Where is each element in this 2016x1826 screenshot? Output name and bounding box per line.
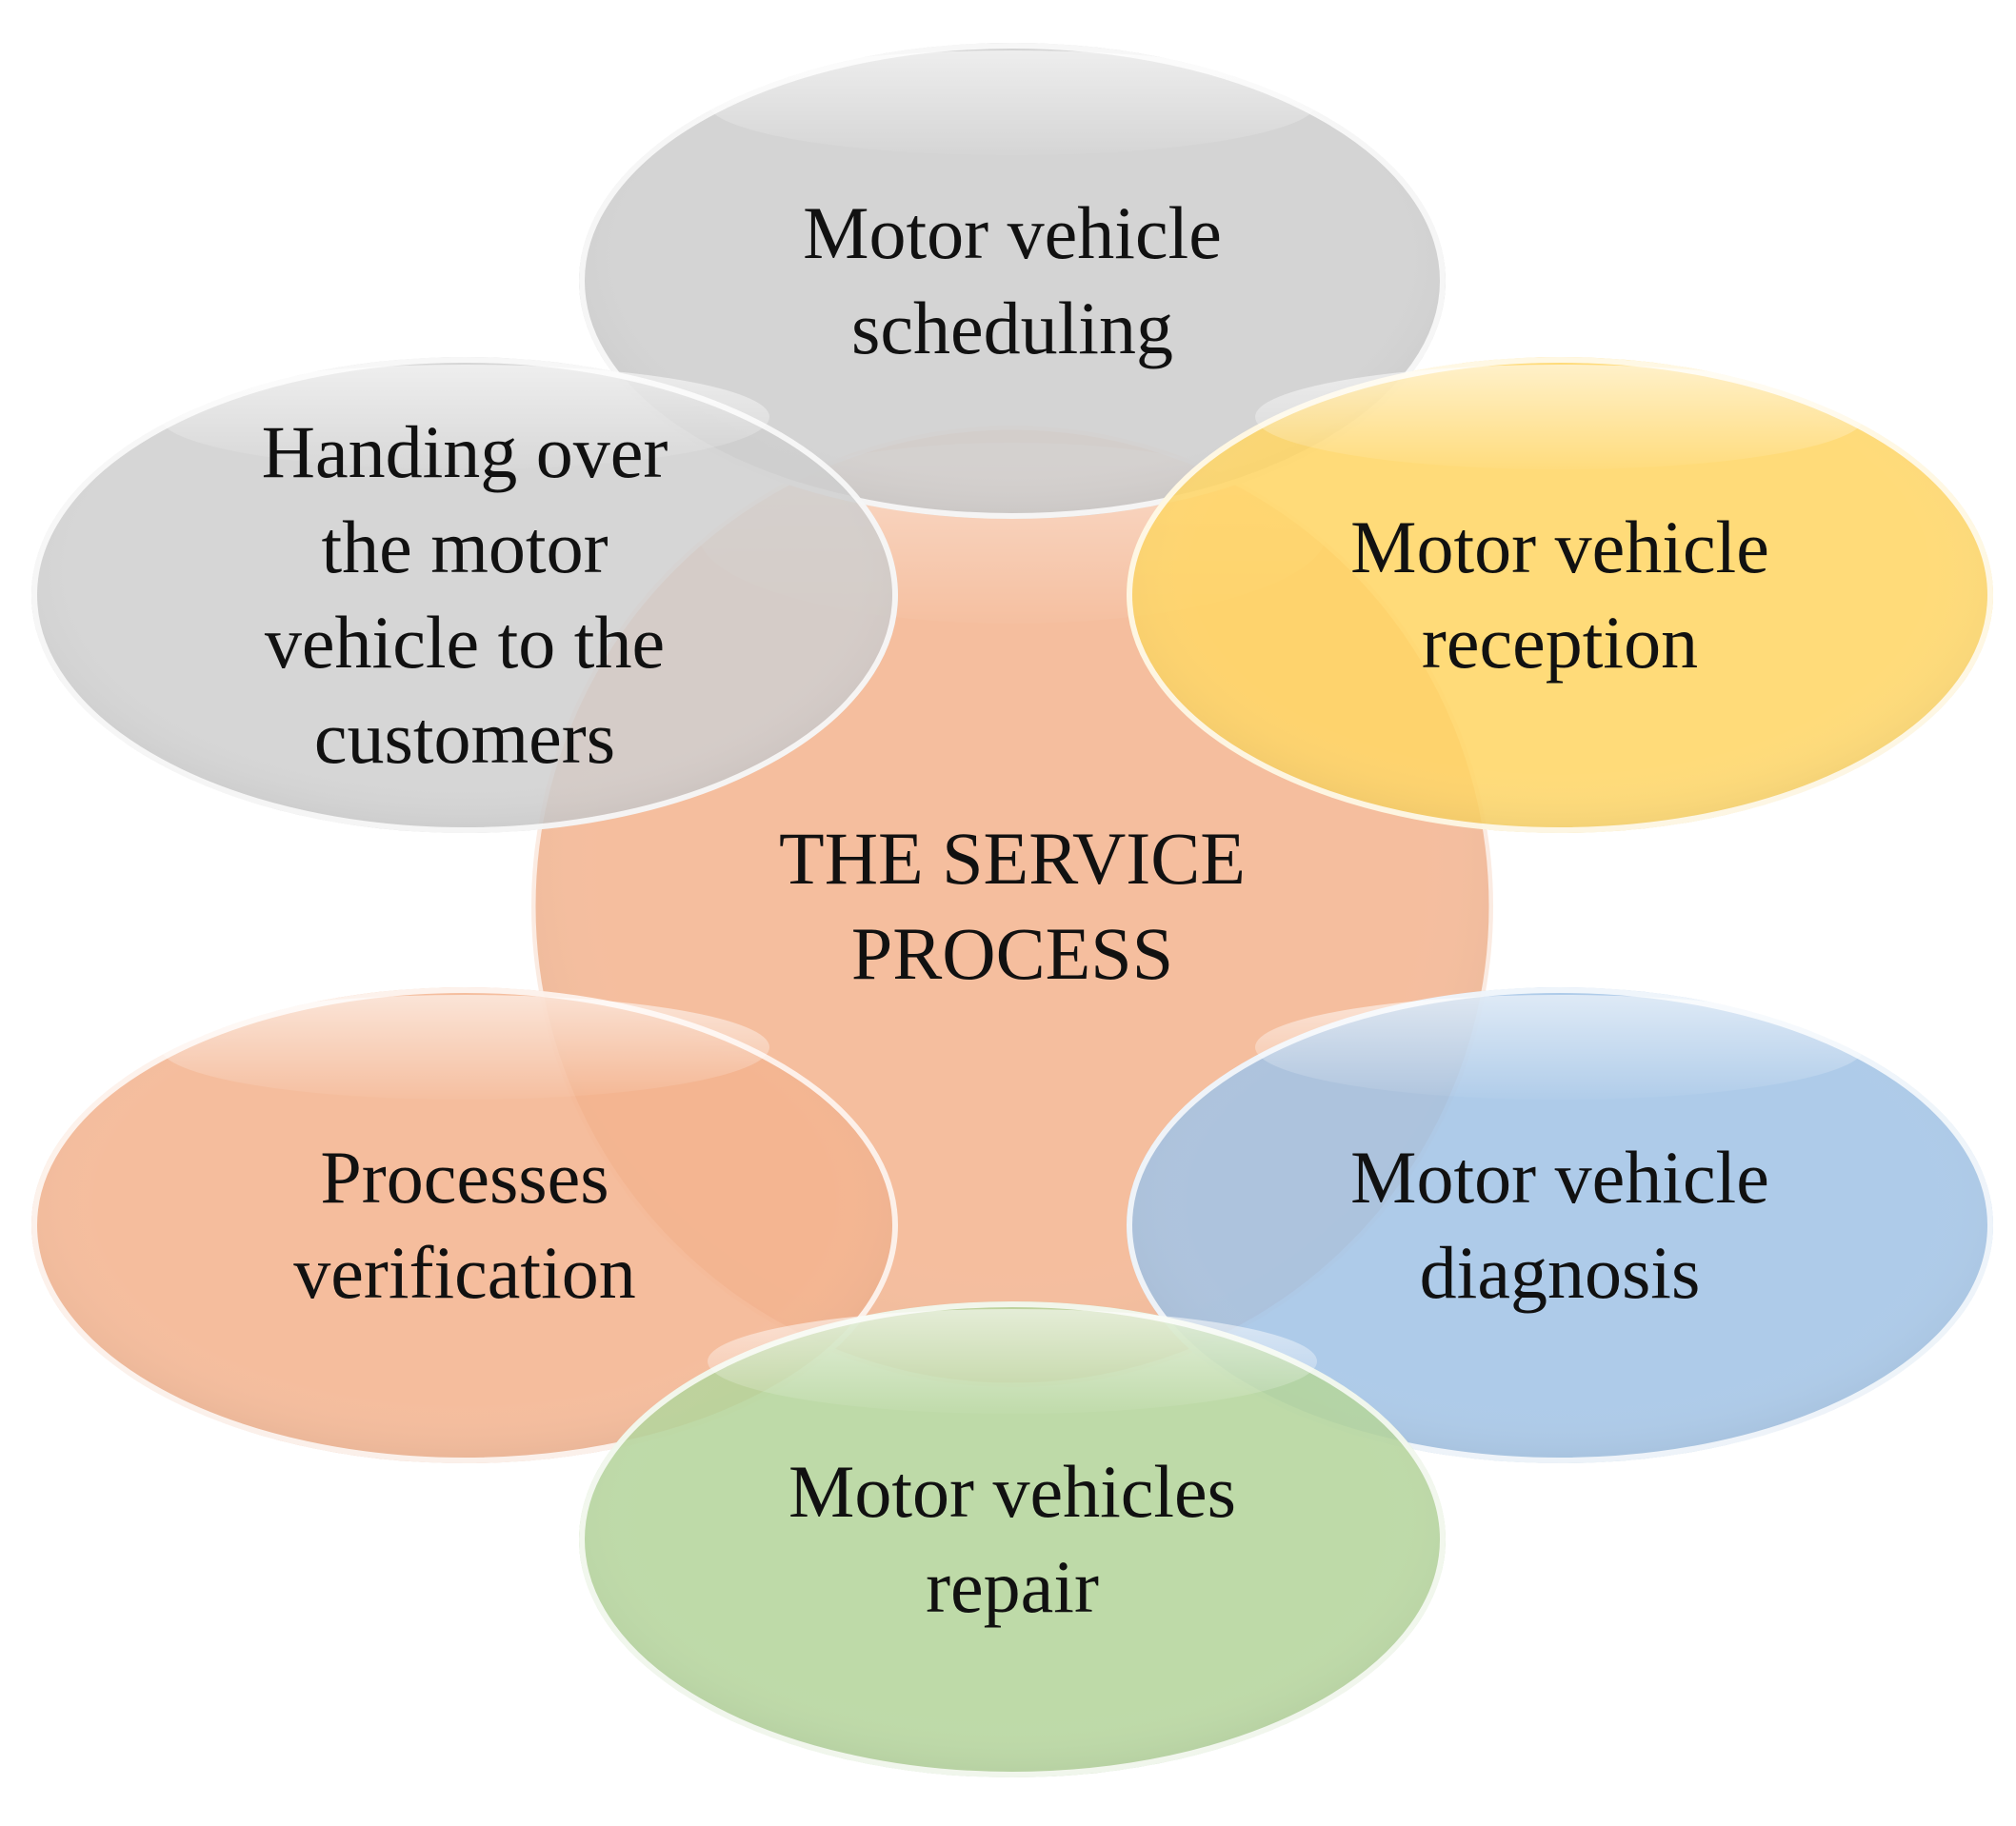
step-label-line1: Motor vehicle bbox=[1350, 1136, 1769, 1219]
step-label-line2: repair bbox=[926, 1545, 1099, 1628]
step-label-line2: reception bbox=[1421, 601, 1699, 684]
step-label-line1: Motor vehicle bbox=[803, 191, 1222, 274]
step-label-line2: diagnosis bbox=[1419, 1231, 1701, 1314]
step-diagnosis-ellipse bbox=[1127, 987, 1993, 1463]
step-reception-ellipse bbox=[1127, 357, 1993, 833]
step-label-line2: the motor bbox=[321, 506, 609, 588]
step-label-line1: Processes bbox=[320, 1136, 609, 1219]
center-label: THE SERVICE PROCESS bbox=[779, 811, 1246, 1002]
step-label-line2: verification bbox=[293, 1231, 636, 1314]
center-label-line2: PROCESS bbox=[850, 912, 1174, 995]
step-label-line1: Motor vehicles bbox=[788, 1450, 1237, 1533]
step-repair-ellipse bbox=[579, 1301, 1446, 1777]
step-label-line1: Handing over bbox=[261, 410, 669, 493]
center-label-line1: THE SERVICE bbox=[779, 817, 1246, 900]
step-label-line4: customers bbox=[313, 696, 616, 779]
step-scheduling-label: Motor vehicle scheduling bbox=[803, 186, 1222, 376]
step-diagnosis-label: Motor vehicle diagnosis bbox=[1350, 1130, 1769, 1320]
step-scheduling-ellipse bbox=[579, 43, 1446, 519]
step-handover-label: Handing over the motor vehicle to the cu… bbox=[262, 405, 669, 785]
step-verification-ellipse bbox=[31, 987, 898, 1463]
step-verification-label: Processes verification bbox=[293, 1130, 636, 1320]
step-label-line3: vehicle to the bbox=[264, 601, 666, 684]
step-label-line2: scheduling bbox=[851, 287, 1173, 369]
step-reception-label: Motor vehicle reception bbox=[1350, 500, 1769, 690]
step-label-line1: Motor vehicle bbox=[1350, 506, 1769, 588]
step-repair-label: Motor vehicles repair bbox=[788, 1444, 1236, 1635]
step-handover-ellipse bbox=[31, 357, 898, 833]
